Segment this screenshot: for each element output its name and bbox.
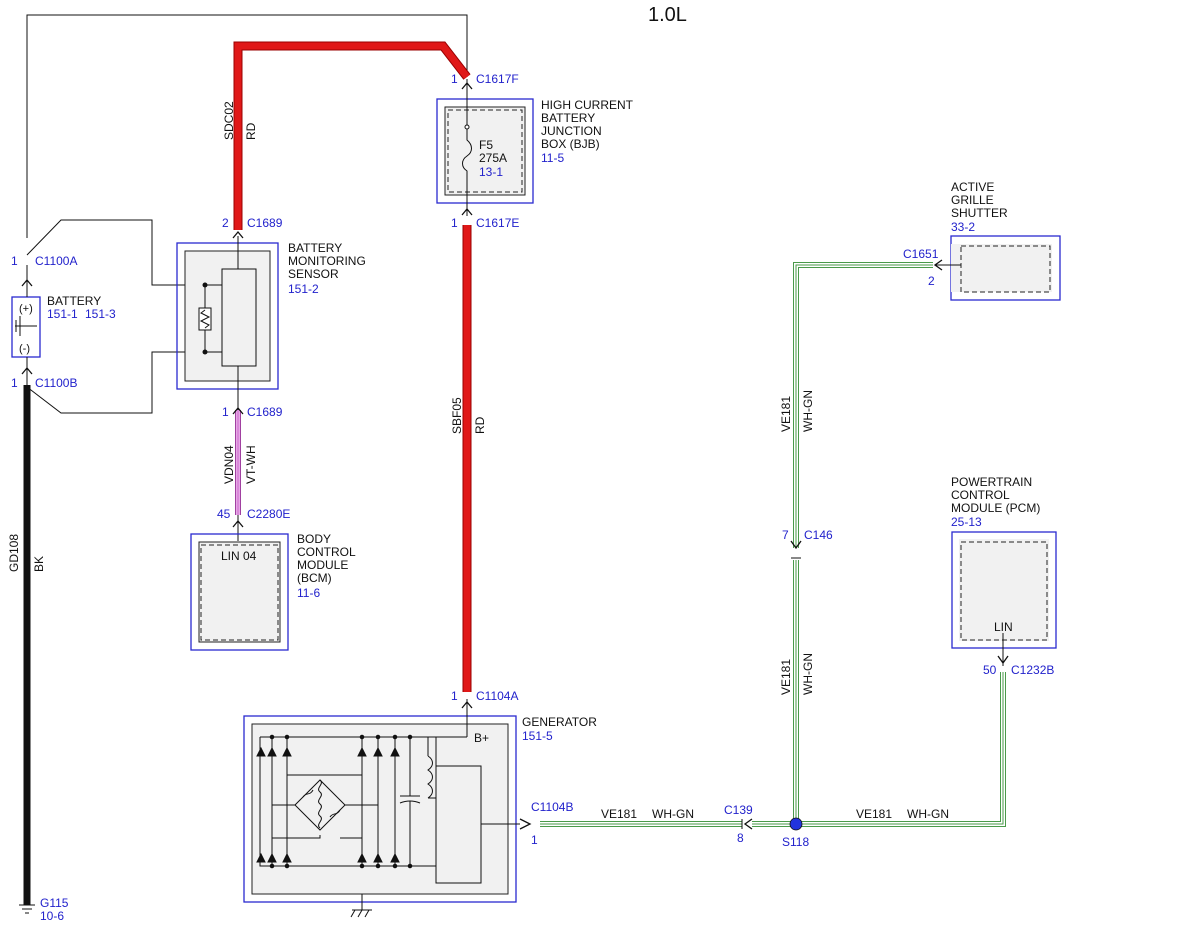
battery-label: BATTERY: [47, 294, 101, 308]
generator-component: [243, 699, 532, 918]
pcm-ref: 25-13: [951, 515, 982, 529]
pcm-component: [951, 531, 1057, 666]
battery-sense-wire: [26, 14, 468, 414]
wire-ve181-circuit-a: VE181: [601, 807, 637, 821]
wire-vdn04-color: VT-WH: [244, 445, 258, 484]
bjb-label-3: JUNCTION: [541, 124, 602, 138]
pcm-pin-label: LIN: [994, 620, 1013, 634]
wire-vdn04-circuit: VDN04: [222, 445, 236, 484]
svg-text:(-): (-): [19, 343, 30, 355]
connector-c1104b-label: C1104B: [531, 800, 573, 814]
wire-sdc02-circuit: SDC02: [222, 101, 236, 140]
splice-s118-dot: [789, 817, 803, 831]
connector-c2280e-label: C2280E: [247, 507, 290, 521]
ags-ref: 33-2: [951, 220, 975, 234]
svg-text:(+): (+): [19, 303, 33, 315]
splice-s118-label: S118: [782, 835, 809, 849]
bms-label-1: BATTERY: [288, 241, 342, 255]
ags-label-3: SHUTTER: [951, 206, 1008, 220]
connector-c1100b-pin: 1: [11, 376, 18, 390]
bjb-ref: 11-5: [541, 151, 564, 165]
connector-c1617e-label: C1617E: [476, 216, 519, 230]
connector-c1104a-pin: 1: [451, 689, 458, 703]
connector-c1100a-label: C1100A: [35, 254, 77, 268]
wire-ve181-color-b: WH-GN: [801, 390, 815, 432]
connector-c1689-bottom-pin: 1: [222, 405, 229, 419]
wire-ve181-color-a: WH-GN: [652, 807, 694, 821]
connector-c1651-label: C1651: [903, 247, 939, 261]
bjb-component: [436, 79, 534, 216]
wire-sbf05-circuit: SBF05: [450, 397, 464, 434]
bjb-label-1: HIGH CURRENT: [541, 98, 634, 112]
connector-c139-label: C139: [724, 803, 753, 817]
connector-c1104b-pin: 1: [531, 833, 538, 847]
connector-c146-label: C146: [804, 528, 833, 542]
connector-c146-icon: [790, 540, 802, 559]
battery-ref-1: 151-1: [47, 307, 78, 321]
wire-ve181-circuit-d: VE181: [856, 807, 892, 821]
connector-c1100b-label: C1100B: [35, 376, 77, 390]
pcm-label-2: CONTROL: [951, 488, 1010, 502]
connector-c1651-pin: 2: [928, 274, 935, 288]
connector-c1100a-pin: 1: [11, 254, 18, 268]
battery-symbol: (+) (-): [11, 265, 41, 385]
wire-ve181-color-d: WH-GN: [907, 807, 949, 821]
bms-label-2: MONITORING: [288, 254, 366, 268]
connector-c1689-top-pin: 2: [222, 216, 229, 230]
wire-ve181-circuit-c: VE181: [779, 659, 793, 695]
bcm-label-3: MODULE: [297, 558, 348, 572]
bjb-fuse-rating: 275A: [479, 151, 507, 165]
connector-c1232b-pin: 50: [983, 663, 997, 677]
wire-ve181-circuit-b: VE181: [779, 396, 793, 432]
wire-sdc02: [233, 41, 471, 230]
ground-g115-ref: 10-6: [40, 909, 64, 923]
bcm-label-4: (BCM): [297, 571, 332, 585]
bcm-label-2: CONTROL: [297, 545, 356, 559]
bjb-label-4: BOX (BJB): [541, 137, 600, 151]
bms-component: [176, 236, 279, 410]
ags-component: [933, 235, 1061, 301]
bcm-component: [190, 533, 289, 651]
connector-c2280e-pin: 45: [217, 507, 231, 521]
bjb-label-2: BATTERY: [541, 111, 595, 125]
pcm-label-1: POWERTRAIN: [951, 475, 1032, 489]
ags-label-2: GRILLE: [951, 193, 994, 207]
wire-ve181-color-c: WH-GN: [801, 653, 815, 695]
wire-gd108-color: BK: [32, 556, 46, 572]
connector-c1232b-label: C1232B: [1011, 663, 1054, 677]
ground-g115-icon: [19, 904, 35, 914]
battery-ref-2: 151-3: [85, 307, 116, 321]
bms-label-3: SENSOR: [288, 267, 339, 281]
connector-c1617f-pin: 1: [451, 72, 458, 86]
bcm-label-1: BODY: [297, 532, 331, 546]
ground-g115-label: G115: [40, 896, 69, 910]
wire-sdc02-color: RD: [244, 122, 258, 140]
connector-c139-pin: 8: [737, 831, 744, 845]
connector-c146-pin: 7: [782, 528, 789, 542]
bcm-pin-label: LIN 04: [221, 549, 257, 563]
wire-sbf05-color: RD: [473, 416, 487, 434]
generator-terminal-bplus: B+: [474, 731, 489, 745]
bms-ref: 151-2: [288, 282, 319, 296]
bjb-fuse-ref: 13-1: [479, 165, 503, 179]
connector-c1689-top-label: C1689: [247, 216, 283, 230]
connector-c139-icon: [741, 818, 753, 830]
bjb-fuse-label: F5: [479, 138, 493, 152]
page-title: 1.0L: [648, 4, 687, 26]
generator-ref: 151-5: [522, 729, 553, 743]
generator-label: GENERATOR: [522, 715, 597, 729]
bcm-ref: 11-6: [297, 586, 320, 600]
wire-gd108-circuit: GD108: [7, 534, 21, 572]
connector-c1689-bottom-label: C1689: [247, 405, 283, 419]
pcm-label-3: MODULE (PCM): [951, 501, 1040, 515]
connector-c1617e-pin: 1: [451, 216, 458, 230]
ags-label-1: ACTIVE: [951, 180, 994, 194]
connector-c1104a-label: C1104A: [476, 689, 518, 703]
wire-ve181: [540, 262, 1006, 827]
connector-c1617f-label: C1617F: [476, 72, 519, 86]
